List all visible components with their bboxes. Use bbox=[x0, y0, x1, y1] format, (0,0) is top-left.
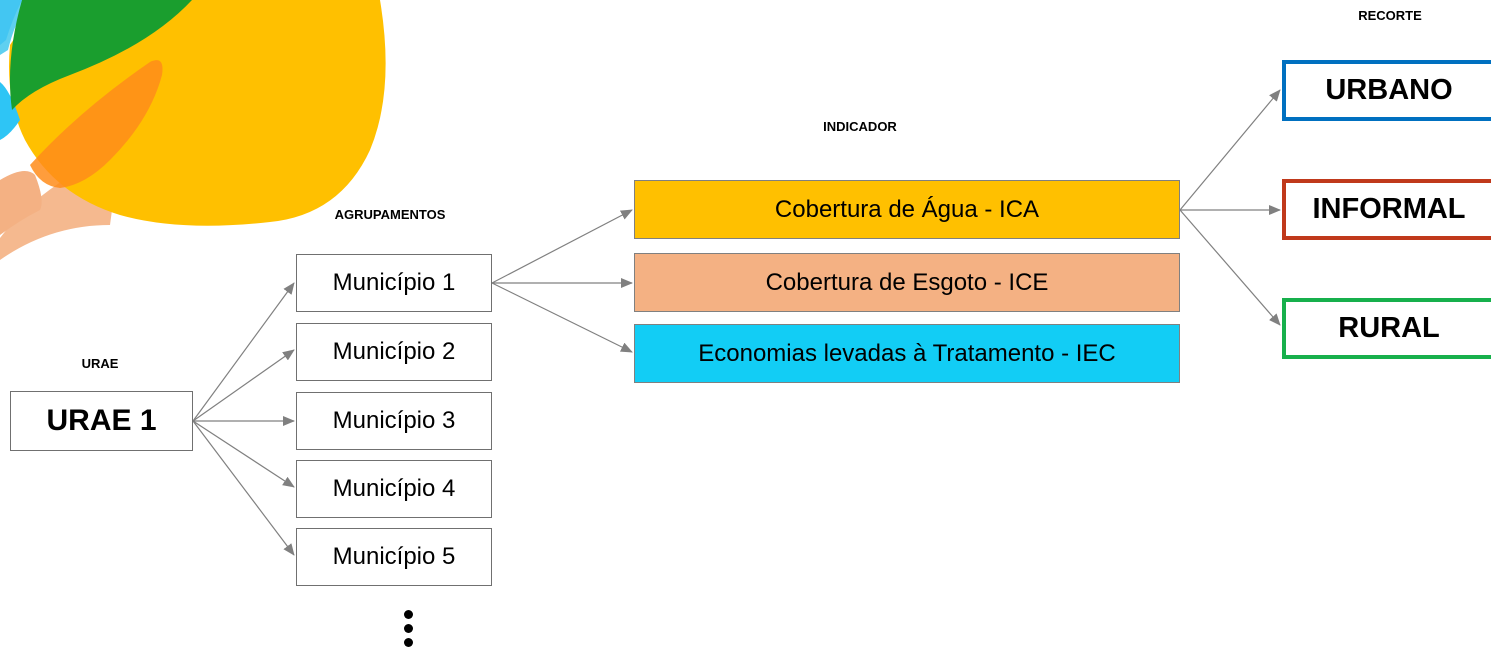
edge-indicador-1-urbano bbox=[1179, 89, 1281, 211]
municipio-node-2: Município 2 bbox=[296, 323, 492, 381]
edge-urae-municipio-1 bbox=[192, 282, 295, 422]
municipio-node-5: Município 5 bbox=[296, 528, 492, 586]
edge-urae-municipio-5 bbox=[192, 420, 295, 556]
edge-urae-municipio-4 bbox=[192, 420, 295, 488]
recorte-node-rural: RURAL bbox=[1282, 298, 1491, 359]
urae-node: URAE 1 bbox=[10, 391, 193, 451]
indicador-node-agua: Cobertura de Água - ICA bbox=[634, 180, 1180, 239]
edge-municipio-1-indicador-1 bbox=[491, 209, 633, 284]
column-label-agrupamentos: AGRUPAMENTOS bbox=[334, 207, 446, 222]
edge-indicador-1-rural bbox=[1179, 209, 1281, 326]
more-items-ellipsis-icon bbox=[401, 610, 415, 652]
column-label-recorte: RECORTE bbox=[1358, 8, 1422, 23]
indicador-node-tratamento: Economias levadas à Tratamento - IEC bbox=[634, 324, 1180, 383]
recorte-node-informal: INFORMAL bbox=[1282, 179, 1491, 240]
municipio-node-3: Município 3 bbox=[296, 392, 492, 450]
indicador-node-esgoto: Cobertura de Esgoto - ICE bbox=[634, 253, 1180, 312]
decorative-corner-graphic bbox=[0, 0, 386, 260]
edge-municipio-1-indicador-3 bbox=[491, 282, 633, 353]
municipio-node-1: Município 1 bbox=[296, 254, 492, 312]
column-label-urae: URAE bbox=[81, 356, 119, 371]
municipio-node-4: Município 4 bbox=[296, 460, 492, 518]
column-label-indicador: INDICADOR bbox=[823, 119, 897, 134]
recorte-node-urbano: URBANO bbox=[1282, 60, 1491, 121]
edge-urae-municipio-2 bbox=[192, 349, 295, 422]
